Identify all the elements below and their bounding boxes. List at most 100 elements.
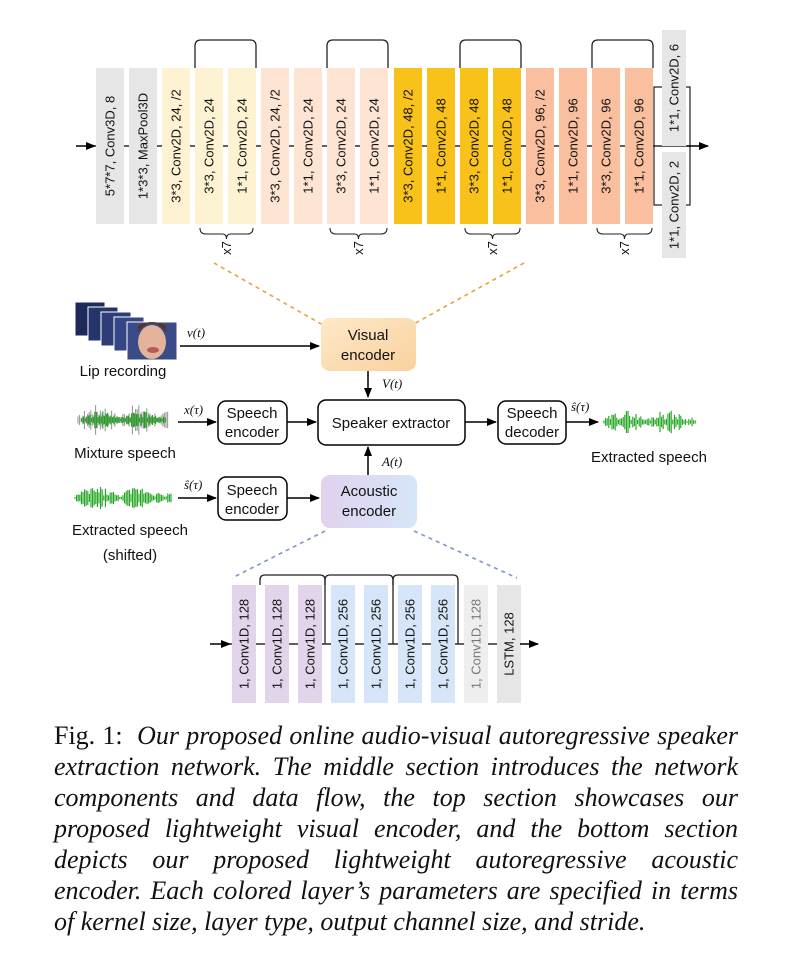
caption-body: Our proposed online audio-visual autoreg… <box>54 721 739 936</box>
acoustic-layer-label: 1, Conv1D, 128 <box>237 599 252 689</box>
visual-layer-label: 3*3, Conv2D, 96, /2 <box>533 89 548 202</box>
visual-layer-block <box>493 68 521 224</box>
repeat-brace <box>596 227 653 240</box>
visual-layer-label: 3*3, Conv2D, 24 <box>202 98 217 193</box>
speech-encoder-top-line2: encoder <box>225 424 279 441</box>
visual-layer-block <box>592 68 620 224</box>
acoustic-layer-block <box>298 585 322 703</box>
residual-arch <box>591 39 654 68</box>
V-signal-label: V(t) <box>382 376 402 391</box>
acoustic-encoder-label-line2: encoder <box>342 503 396 520</box>
acoustic-layer-block <box>497 585 521 703</box>
visual-layer-label: 5*7*7, Conv3D, 8 <box>103 96 118 196</box>
s-hat-input-label: ŝ(τ) <box>184 477 202 492</box>
repeat-braces: x7 x7 x7 x7 <box>199 227 653 255</box>
visual-layer-label: 1*1, Conv2D, 96 <box>566 98 581 193</box>
visual-encoder-head: 1*1, Conv2D, 6 1*1, Conv2D, 2 <box>653 30 691 258</box>
extracted-speech-shifted-waveform <box>74 487 172 509</box>
acoustic-layer-block <box>331 585 355 703</box>
x-signal-label: x(τ) <box>183 402 203 417</box>
extracted-speech-waveform <box>603 410 696 434</box>
mixture-speech-label: Mixture speech <box>74 445 176 462</box>
visual-residual-connections <box>194 39 654 68</box>
speech-decoder-line1: Speech <box>507 405 558 422</box>
visual-encoder-block <box>321 318 416 371</box>
speech-encoder-top-line1: Speech <box>227 405 278 422</box>
residual-arch <box>194 39 257 68</box>
visual-head-label: 1*1, Conv2D, 2 <box>667 161 682 249</box>
s-hat-output-label: ŝ(τ) <box>571 399 589 414</box>
visual-layer-label: 3*3, Conv2D, 48, /2 <box>401 89 416 202</box>
visual-layer-label: 3*3, Conv2D, 96 <box>599 98 614 193</box>
repeat-label: x7 <box>219 241 234 255</box>
speech-encoder-bottom-line1: Speech <box>227 482 278 499</box>
visual-expansion-right <box>411 262 525 326</box>
acoustic-expansion-left <box>231 530 326 579</box>
v-signal-label: v(t) <box>187 325 205 340</box>
visual-head-block <box>662 152 686 258</box>
visual-expansion-left <box>213 262 324 326</box>
visual-encoder-label-line2: encoder <box>341 347 395 364</box>
visual-layer-block <box>96 68 124 224</box>
architecture-diagram: 5*7*7, Conv3D, 8 1*3*3, MaxPool3D 3*3, Con… <box>72 30 709 703</box>
repeat-brace <box>329 227 388 240</box>
visual-layer-block <box>360 68 388 224</box>
visual-layer-block <box>195 68 223 224</box>
acoustic-layer-label: 1, Conv1D, 256 <box>436 599 451 689</box>
shifted-label: (shifted) <box>103 547 157 564</box>
repeat-label: x7 <box>485 241 500 255</box>
visual-layer-block <box>129 68 157 224</box>
acoustic-layer-label: 1, Conv1D, 128 <box>303 599 318 689</box>
speech-decoder-line2: decoder <box>505 424 559 441</box>
visual-head-label: 1*1, Conv2D, 6 <box>667 44 682 132</box>
visual-layer-block <box>394 68 422 224</box>
residual-arch <box>459 39 522 68</box>
acoustic-layer-label: 1, Conv1D, 128 <box>270 599 285 689</box>
visual-layer-block <box>460 68 488 224</box>
visual-encoder-layer-stack: 5*7*7, Conv3D, 8 1*3*3, MaxPool3D 3*3, Con… <box>95 68 690 224</box>
visual-layer-block <box>261 68 289 224</box>
visual-layer-label: 3*3, Conv2D, 24, /2 <box>169 89 184 202</box>
acoustic-expansion-right <box>413 530 518 579</box>
visual-layer-block <box>427 68 455 224</box>
visual-layer-label: 3*3, Conv2D, 24, /2 <box>268 89 283 202</box>
visual-layer-label: 3*3, Conv2D, 48 <box>467 98 482 193</box>
visual-layer-label: 1*3*3, MaxPool3D <box>136 93 151 199</box>
acoustic-layer-label: LSTM, 128 <box>502 612 517 676</box>
visual-encoder-label-line1: Visual <box>348 327 389 344</box>
extracted-speech-shifted-label: Extracted speech <box>72 522 188 539</box>
lip-recording-frames <box>74 301 178 361</box>
visual-layer-label: 1*1, Conv2D, 24 <box>367 98 382 193</box>
visual-layer-label: 1*1, Conv2D, 24 <box>301 98 316 193</box>
acoustic-layer-block <box>431 585 455 703</box>
speech-encoder-bottom-line2: encoder <box>225 501 279 518</box>
visual-layer-block <box>625 68 653 224</box>
repeat-brace <box>464 227 521 240</box>
visual-layer-label: 1*1, Conv2D, 24 <box>235 98 250 193</box>
acoustic-encoder-label-line1: Acoustic <box>341 483 398 500</box>
repeat-brace <box>199 227 254 240</box>
acoustic-encoder-layer-stack: 1, Conv1D, 128 1, Conv1D, 128 1, Conv1D, 1… <box>230 585 521 703</box>
visual-layer-block <box>294 68 322 224</box>
acoustic-residual-connections <box>259 574 459 644</box>
acoustic-layer-block <box>464 585 488 703</box>
figure-caption: Fig. 1: Our proposed online audio-visual… <box>54 720 738 937</box>
extracted-speech-label: Extracted speech <box>591 449 707 466</box>
visual-layer-label: 1*1, Conv2D, 48 <box>434 98 449 193</box>
head-split-bracket <box>653 86 662 206</box>
speaker-extractor-label: Speaker extractor <box>332 415 450 432</box>
A-signal-label: A(t) <box>381 454 402 469</box>
acoustic-layer-label: 1, Conv1D, 256 <box>403 599 418 689</box>
visual-layer-label: 1*1, Conv2D, 96 <box>632 98 647 193</box>
acoustic-layer-label: 1, Conv1D, 256 <box>336 599 351 689</box>
visual-layer-label: 3*3, Conv2D, 24 <box>334 98 349 193</box>
visual-layer-block <box>162 68 190 224</box>
lip-recording-label: Lip recording <box>80 363 167 380</box>
repeat-label: x7 <box>351 241 366 255</box>
visual-layer-block <box>228 68 256 224</box>
acoustic-residual-arch <box>392 574 459 644</box>
visual-layer-block <box>559 68 587 224</box>
visual-layer-block <box>327 68 355 224</box>
mixture-speech-waveform <box>77 405 169 435</box>
repeat-label: x7 <box>617 241 632 255</box>
